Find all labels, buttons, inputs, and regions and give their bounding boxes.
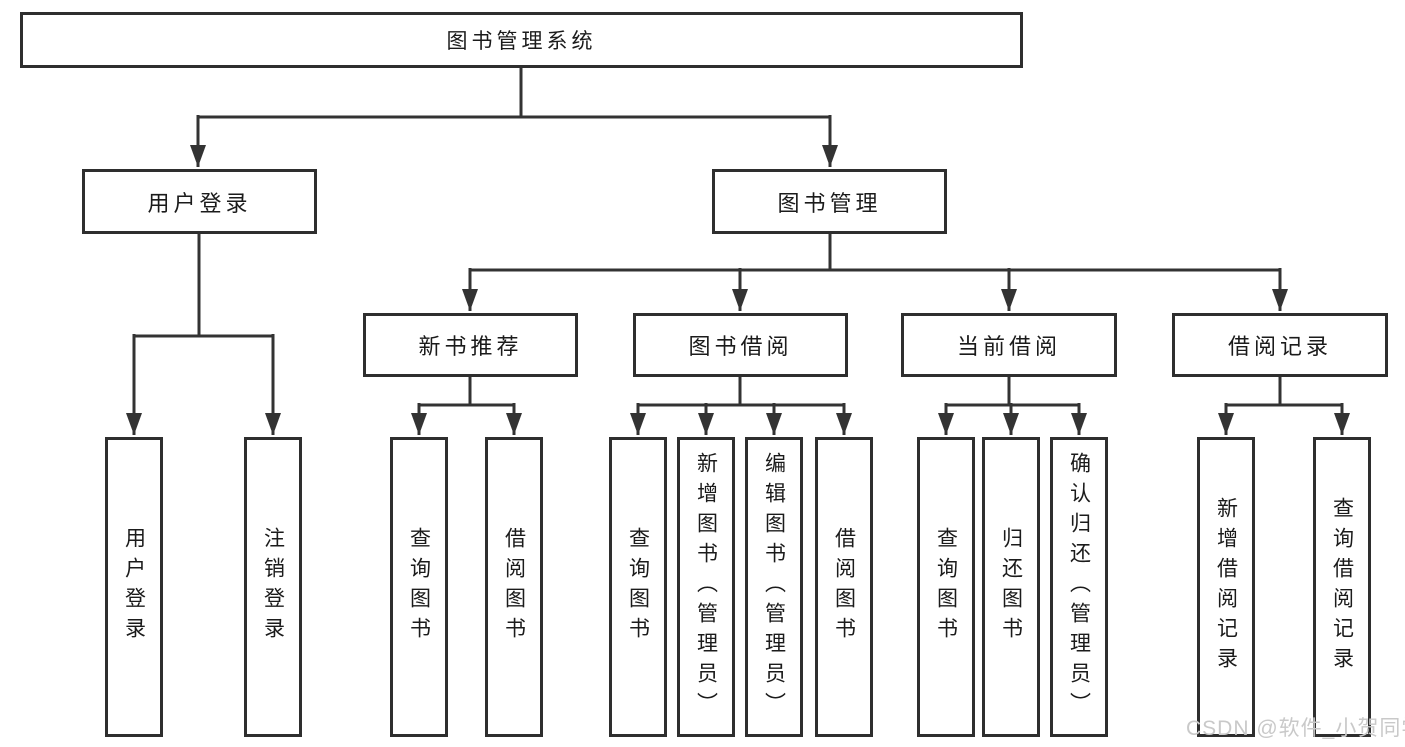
- leaf-add-borrow-record: 新增借阅记录: [1197, 437, 1255, 737]
- node-book-management-label: 图书管理: [777, 190, 882, 216]
- leaf-return-books: 归还图书: [982, 437, 1040, 737]
- leaf-query-books-1-label: 查询图书: [407, 527, 431, 647]
- leaf-add-borrow-record-label: 新增借阅记录: [1214, 497, 1238, 677]
- leaf-borrow-books-1: 借阅图书: [485, 437, 543, 737]
- node-borrow-records-label: 借阅记录: [1227, 334, 1332, 359]
- leaf-edit-books-admin-label: 编辑图书（管理员）: [762, 452, 786, 722]
- node-root-label: 图书管理系统: [446, 30, 597, 53]
- node-current-borrowing: 当前借阅: [901, 313, 1117, 377]
- leaf-query-books-3-label: 查询图书: [934, 527, 958, 647]
- node-user-login: 用户登录: [82, 169, 317, 234]
- node-new-book-recommend-label: 新书推荐: [418, 334, 523, 359]
- leaf-query-books-2: 查询图书: [609, 437, 667, 737]
- leaf-borrow-books-2: 借阅图书: [815, 437, 873, 737]
- leaf-query-books-3: 查询图书: [917, 437, 975, 737]
- leaf-user-login: 用户登录: [105, 437, 163, 737]
- leaf-query-borrow-record-label: 查询借阅记录: [1330, 497, 1354, 677]
- node-user-login-label: 用户登录: [147, 190, 252, 216]
- node-book-borrowing-label: 图书借阅: [688, 334, 793, 359]
- leaf-logout-label: 注销登录: [261, 527, 285, 647]
- node-root-system: 图书管理系统: [20, 12, 1023, 68]
- leaf-query-books-1: 查询图书: [390, 437, 448, 737]
- leaf-return-books-label: 归还图书: [999, 527, 1023, 647]
- leaf-borrow-books-1-label: 借阅图书: [502, 527, 526, 647]
- node-borrow-records: 借阅记录: [1172, 313, 1388, 377]
- node-new-book-recommend: 新书推荐: [363, 313, 578, 377]
- leaf-add-books-admin: 新增图书（管理员）: [677, 437, 735, 737]
- leaf-confirm-return-admin: 确认归还（管理员）: [1050, 437, 1108, 737]
- leaf-add-books-admin-label: 新增图书（管理员）: [694, 452, 718, 722]
- leaf-borrow-books-2-label: 借阅图书: [832, 527, 856, 647]
- node-book-borrowing: 图书借阅: [633, 313, 848, 377]
- leaf-edit-books-admin: 编辑图书（管理员）: [745, 437, 803, 737]
- node-book-management: 图书管理: [712, 169, 947, 234]
- leaf-logout: 注销登录: [244, 437, 302, 737]
- leaf-confirm-return-admin-label: 确认归还（管理员）: [1067, 452, 1091, 722]
- watermark: CSDN @软件_小贺同学: [1186, 717, 1405, 740]
- leaf-query-books-2-label: 查询图书: [626, 527, 650, 647]
- leaf-user-login-label: 用户登录: [122, 527, 146, 647]
- leaf-query-borrow-record: 查询借阅记录: [1313, 437, 1371, 737]
- node-current-borrowing-label: 当前借阅: [956, 334, 1061, 359]
